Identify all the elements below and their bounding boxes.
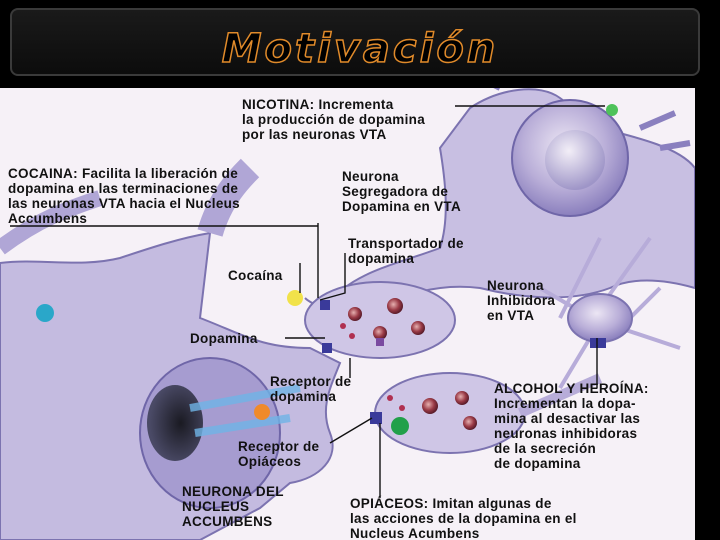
- label-transportador: Transportador de dopamina: [348, 236, 464, 266]
- label-nicotina: NICOTINA: Incrementa la producción de do…: [242, 97, 426, 142]
- slide-title: Motivación: [221, 25, 499, 73]
- label-receptor-dopamina: Receptor de dopamina: [270, 374, 352, 404]
- vta-neuron: [304, 88, 695, 326]
- label-neurona-vta: Neurona Segregadora de Dopamina en VTA: [342, 169, 462, 214]
- title-bar: [10, 8, 700, 76]
- label-opiaceos: OPIÁCEOS: Imitan algunas de las acciones…: [350, 496, 577, 540]
- label-alcohol-heroina: ALCOHOL Y HEROÍNA: Incrementan la dopa- …: [494, 381, 649, 471]
- accumbens-neuron: [0, 158, 342, 540]
- leader-lines: [10, 105, 605, 498]
- label-dopamina: Dopamina: [190, 331, 258, 346]
- diagram-art: [0, 88, 695, 540]
- label-neurona-inhibidora: Neurona Inhibidora en VTA: [487, 278, 556, 323]
- label-receptor-opiaceos: Receptor de Opiáceos: [238, 439, 320, 469]
- label-cocaina: Cocaína: [228, 268, 283, 283]
- label-cocaina-desc: COCAINA: Facilita la liberación de dopam…: [8, 166, 240, 226]
- inhibitory-neuron: [538, 236, 681, 390]
- neuron-diagram: NICOTINA: Incrementa la producción de do…: [0, 88, 695, 540]
- label-neurona-nucleus: NEURONA DEL NUCLEUS ACCUMBENS: [182, 484, 284, 529]
- lower-terminal: [374, 372, 603, 454]
- presynaptic-terminal: [304, 281, 456, 359]
- chemical-markers: [36, 104, 618, 435]
